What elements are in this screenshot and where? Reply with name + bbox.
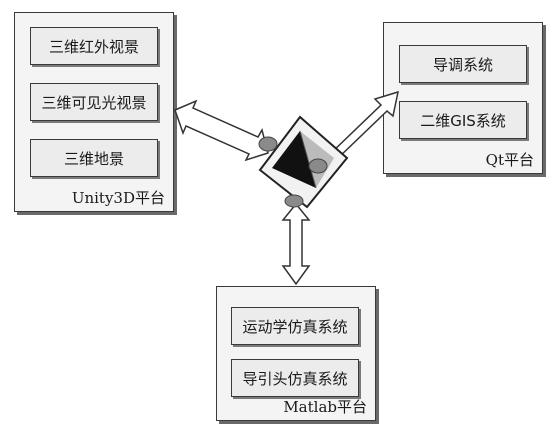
infrared-view-module: 三维红外视景	[30, 27, 158, 65]
unity3d-platform-label: Unity3D平台	[71, 189, 165, 207]
kinematics-sim-label: 运动学仿真系统	[242, 317, 348, 336]
qt-platform-label: Qt平台	[485, 151, 534, 169]
seeker-sim-label: 导引头仿真系统	[242, 369, 348, 388]
gis-system-label: 二维GIS系统	[420, 111, 506, 130]
terrain-view-label: 三维地景	[63, 149, 124, 168]
arrow-matlab-hub	[281, 202, 311, 286]
infrared-view-label: 三维红外视景	[48, 37, 139, 56]
matlab-platform-box: 运动学仿真系统 导引头仿真系统 Matlab平台	[216, 286, 376, 421]
qt-platform-box: 导调系统 二维GIS系统 Qt平台	[383, 22, 543, 174]
unity3d-platform-box: 三维红外视景 三维可见光视景 三维地景 Unity3D平台	[14, 12, 174, 212]
terrain-view-module: 三维地景	[30, 139, 158, 177]
gis-system-module: 二维GIS系统	[399, 101, 527, 139]
kinematics-sim-module: 运动学仿真系统	[231, 307, 359, 345]
seeker-sim-module: 导引头仿真系统	[231, 359, 359, 397]
arrow-unity-hub	[174, 99, 269, 162]
visible-light-view-module: 三维可见光视景	[30, 83, 158, 121]
matlab-platform-label: Matlab平台	[283, 398, 367, 416]
command-system-module: 导调系统	[399, 45, 527, 83]
hub-icon	[258, 115, 349, 209]
visible-light-view-label: 三维可见光视景	[41, 93, 147, 112]
command-system-label: 导调系统	[432, 55, 493, 74]
